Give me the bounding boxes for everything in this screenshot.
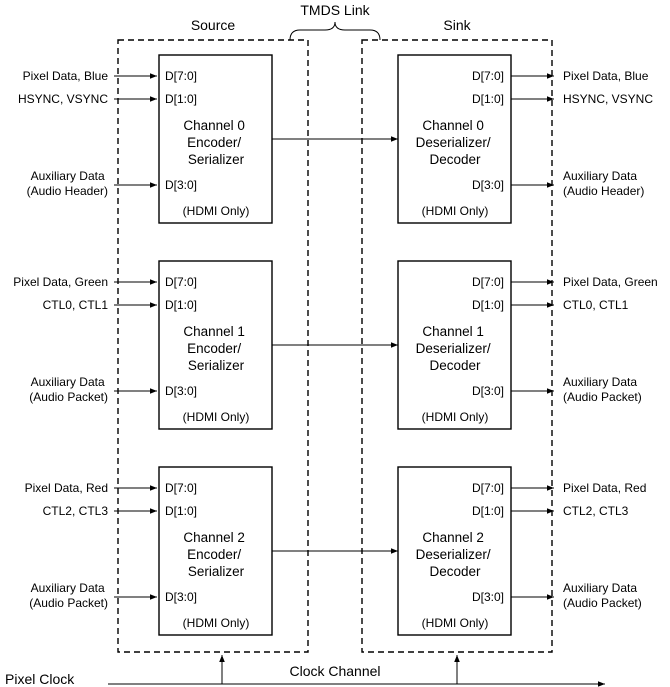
aux-input-label-line-2: (Audio Packet) [29, 596, 108, 610]
aux-output-label-line-1: Auxiliary Data [563, 169, 637, 183]
encoder-box [158, 466, 273, 636]
encoder-box [158, 54, 273, 224]
encoder-box [158, 260, 273, 430]
decoder-title-line-1: Channel 2 [422, 530, 484, 545]
aux-input-label-line-1: Auxiliary Data [31, 581, 105, 595]
encoder-port-d70: D[7:0] [165, 275, 197, 289]
decoder-box [397, 466, 512, 636]
pixel-output-label: Pixel Data, Red [563, 481, 646, 495]
decoder-port-d70: D[7:0] [472, 481, 504, 495]
sink-enclosure [361, 39, 553, 653]
decoder-box [397, 260, 512, 430]
aux-output-label-line-2: (Audio Packet) [563, 390, 642, 404]
aux-input-label-line-1: Auxiliary Data [31, 169, 105, 183]
aux-input-label: Auxiliary Data (Audio Packet) [29, 375, 108, 404]
decoder-port-d10: D[1:0] [472, 92, 504, 106]
aux-input-label-line-2: (Audio Packet) [29, 390, 108, 404]
encoder-title-line-1: Channel 2 [183, 530, 245, 545]
aux-output-label: Auxiliary Data (Audio Packet) [563, 581, 642, 610]
decoder-title-line-3: Decoder [429, 564, 481, 579]
encoder-port-d10: D[1:0] [165, 298, 197, 312]
pixel-input-label: Pixel Data, Blue [23, 69, 109, 83]
encoder-port-d10: D[1:0] [165, 504, 197, 518]
aux-output-label-line-1: Auxiliary Data [563, 375, 637, 389]
decoder-hdmi-only: (HDMI Only) [422, 410, 489, 424]
decoder-title-line-1: Channel 1 [422, 324, 484, 339]
encoder-port-d70: D[7:0] [165, 69, 197, 83]
control-output-label: CTL2, CTL3 [563, 504, 629, 518]
aux-output-label-line-2: (Audio Packet) [563, 596, 642, 610]
encoder-title-line-1: Channel 0 [183, 118, 245, 133]
aux-input-label: Auxiliary Data (Audio Header) [27, 169, 108, 198]
source-header: Source [191, 17, 236, 33]
encoder-title-line-3: Serializer [188, 152, 245, 167]
aux-input-label-line-1: Auxiliary Data [31, 375, 105, 389]
channel-0-group: D[7:0] D[1:0] D[3:0] Channel 0 Encoder/ … [18, 54, 653, 224]
control-output-label: HSYNC, VSYNC [563, 92, 653, 106]
pixel-output-label: Pixel Data, Green [563, 275, 658, 289]
decoder-title-line-2: Deserializer/ [416, 341, 491, 356]
aux-output-label-line-1: Auxiliary Data [563, 581, 637, 595]
encoder-title-line-1: Channel 1 [183, 324, 245, 339]
encoder-title-line-3: Serializer [188, 358, 245, 373]
decoder-port-d10: D[1:0] [472, 298, 504, 312]
pixel-output-label: Pixel Data, Blue [563, 69, 649, 83]
clock-channel-label: Clock Channel [289, 663, 380, 679]
encoder-port-d30: D[3:0] [165, 384, 197, 398]
source-enclosure [117, 39, 309, 653]
encoder-port-d30: D[3:0] [165, 590, 197, 604]
aux-output-label: Auxiliary Data (Audio Header) [563, 169, 644, 198]
decoder-title-line-3: Decoder [429, 152, 481, 167]
decoder-hdmi-only: (HDMI Only) [422, 204, 489, 218]
decoder-title-line-1: Channel 0 [422, 118, 484, 133]
pixel-clock-label: Pixel Clock [5, 671, 75, 687]
decoder-port-d10: D[1:0] [472, 504, 504, 518]
tmds-link-header: TMDS Link [300, 2, 370, 18]
encoder-title: Channel 2 Encoder/ Serializer [183, 530, 248, 579]
control-input-label: CTL2, CTL3 [43, 504, 109, 518]
encoder-title-line-2: Encoder/ [187, 547, 241, 562]
encoder-title-line-2: Encoder/ [187, 135, 241, 150]
decoder-title: Channel 2 Deserializer/ Decoder [416, 530, 495, 579]
encoder-port-d10: D[1:0] [165, 92, 197, 106]
aux-output-label-line-2: (Audio Header) [563, 184, 644, 198]
aux-input-label: Auxiliary Data (Audio Packet) [29, 581, 108, 610]
decoder-title-line-3: Decoder [429, 358, 481, 373]
decoder-port-d70: D[7:0] [472, 275, 504, 289]
encoder-port-d30: D[3:0] [165, 178, 197, 192]
channel-1-group: D[7:0] D[1:0] D[3:0] Channel 1 Encoder/ … [13, 260, 658, 430]
encoder-port-d70: D[7:0] [165, 481, 197, 495]
encoder-hdmi-only: (HDMI Only) [183, 204, 250, 218]
encoder-hdmi-only: (HDMI Only) [183, 410, 250, 424]
decoder-port-d30: D[3:0] [472, 384, 504, 398]
control-input-label: HSYNC, VSYNC [18, 92, 108, 106]
aux-output-label: Auxiliary Data (Audio Packet) [563, 375, 642, 404]
control-output-label: CTL0, CTL1 [563, 298, 629, 312]
sink-header: Sink [443, 17, 471, 33]
decoder-port-d30: D[3:0] [472, 178, 504, 192]
pixel-input-label: Pixel Data, Green [13, 275, 108, 289]
decoder-title: Channel 1 Deserializer/ Decoder [416, 324, 495, 373]
tmds-link-brace [289, 21, 381, 41]
control-input-label: CTL0, CTL1 [43, 298, 109, 312]
encoder-title: Channel 1 Encoder/ Serializer [183, 324, 248, 373]
encoder-hdmi-only: (HDMI Only) [183, 616, 250, 630]
decoder-hdmi-only: (HDMI Only) [422, 616, 489, 630]
pixel-input-label: Pixel Data, Red [25, 481, 108, 495]
decoder-box [397, 54, 512, 224]
channel-2-group: D[7:0] D[1:0] D[3:0] Channel 2 Encoder/ … [25, 466, 646, 636]
decoder-port-d70: D[7:0] [472, 69, 504, 83]
aux-input-label-line-2: (Audio Header) [27, 184, 108, 198]
decoder-title-line-2: Deserializer/ [416, 135, 491, 150]
encoder-title: Channel 0 Encoder/ Serializer [183, 118, 248, 167]
decoder-title-line-2: Deserializer/ [416, 547, 491, 562]
encoder-title-line-3: Serializer [188, 564, 245, 579]
encoder-title-line-2: Encoder/ [187, 341, 241, 356]
decoder-port-d30: D[3:0] [472, 590, 504, 604]
decoder-title: Channel 0 Deserializer/ Decoder [416, 118, 495, 167]
